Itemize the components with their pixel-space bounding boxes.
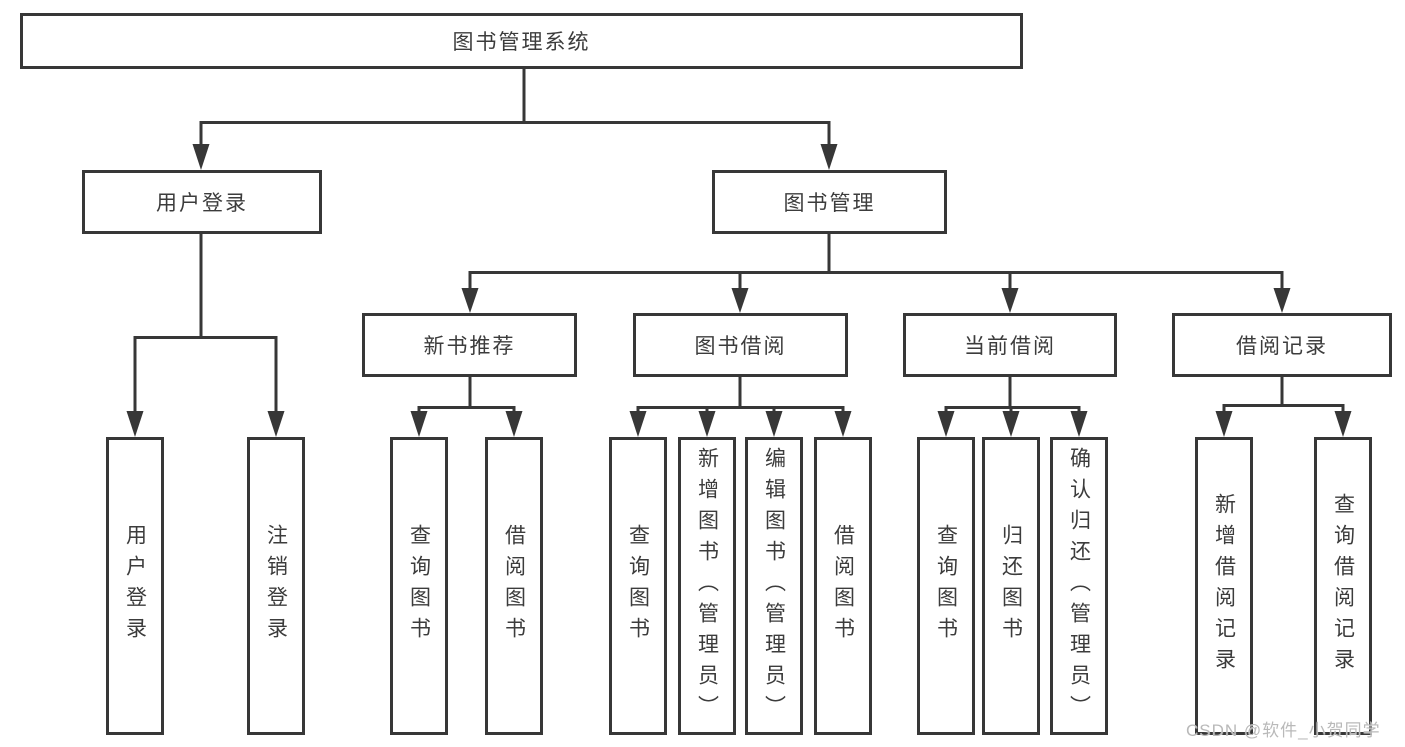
node-label: 用户登录 [123, 524, 147, 648]
watermark: CSDN @软件_小贺同学 [1186, 721, 1381, 740]
node-book-borrow: 图书借阅 [633, 313, 848, 377]
node-label: 确认归还（管理员） [1067, 446, 1091, 726]
node-label: 用户登录 [156, 192, 248, 215]
node-user-login: 用户登录 [82, 170, 322, 234]
leaf-current-query-books: 查询图书 [917, 437, 975, 735]
leaf-user-login: 用户登录 [106, 437, 164, 735]
leaf-logout: 注销登录 [247, 437, 305, 735]
leaf-add-books-admin: 新增图书（管理员） [678, 437, 736, 735]
leaf-borrow-books: 借阅图书 [814, 437, 872, 735]
node-label: 归还图书 [999, 524, 1023, 648]
node-label: 借阅图书 [831, 524, 855, 648]
leaf-borrow-query-books: 查询图书 [609, 437, 667, 735]
connector-book-borrow-to-leaves [629, 377, 852, 437]
node-label: 新增图书（管理员） [695, 446, 719, 726]
connector-book-management-to-level3 [461, 233, 1291, 313]
node-label: 图书管理 [783, 192, 876, 215]
node-borrow-records: 借阅记录 [1172, 313, 1392, 377]
node-label: 编辑图书（管理员） [762, 446, 786, 726]
node-label: 查询图书 [407, 524, 431, 648]
node-label: 借阅图书 [502, 524, 526, 648]
node-label: 新书推荐 [423, 335, 516, 358]
node-new-book-recommend: 新书推荐 [362, 313, 577, 377]
connector-new-book-recommend-to-leaves [410, 377, 523, 437]
leaf-recommend-query-books: 查询图书 [390, 437, 448, 735]
connector-root-to-level2 [192, 69, 838, 170]
node-label: 查询图书 [934, 524, 958, 648]
leaf-add-borrow-record: 新增借阅记录 [1195, 437, 1253, 735]
node-library-system: 图书管理系统 [20, 13, 1023, 69]
node-book-management: 图书管理 [712, 170, 947, 234]
leaf-confirm-return-admin: 确认归还（管理员） [1050, 437, 1108, 735]
leaf-recommend-borrow-books: 借阅图书 [485, 437, 543, 735]
node-label: 借阅记录 [1236, 335, 1328, 358]
node-label: 图书借阅 [694, 335, 787, 358]
leaf-query-borrow-record: 查询借阅记录 [1314, 437, 1372, 735]
connector-borrow-records-to-leaves [1215, 377, 1352, 437]
node-label: 当前借阅 [964, 335, 1056, 358]
node-label: 查询借阅记录 [1331, 493, 1355, 679]
node-label: 新增借阅记录 [1212, 493, 1236, 679]
node-label: 图书管理系统 [452, 31, 591, 54]
connector-user-login-to-leaves [126, 233, 285, 437]
leaf-edit-books-admin: 编辑图书（管理员） [745, 437, 803, 735]
connector-current-borrow-to-leaves [937, 377, 1088, 437]
node-label: 注销登录 [264, 524, 288, 648]
leaf-return-books: 归还图书 [982, 437, 1040, 735]
node-current-borrow: 当前借阅 [903, 313, 1117, 377]
node-label: 查询图书 [626, 524, 650, 648]
